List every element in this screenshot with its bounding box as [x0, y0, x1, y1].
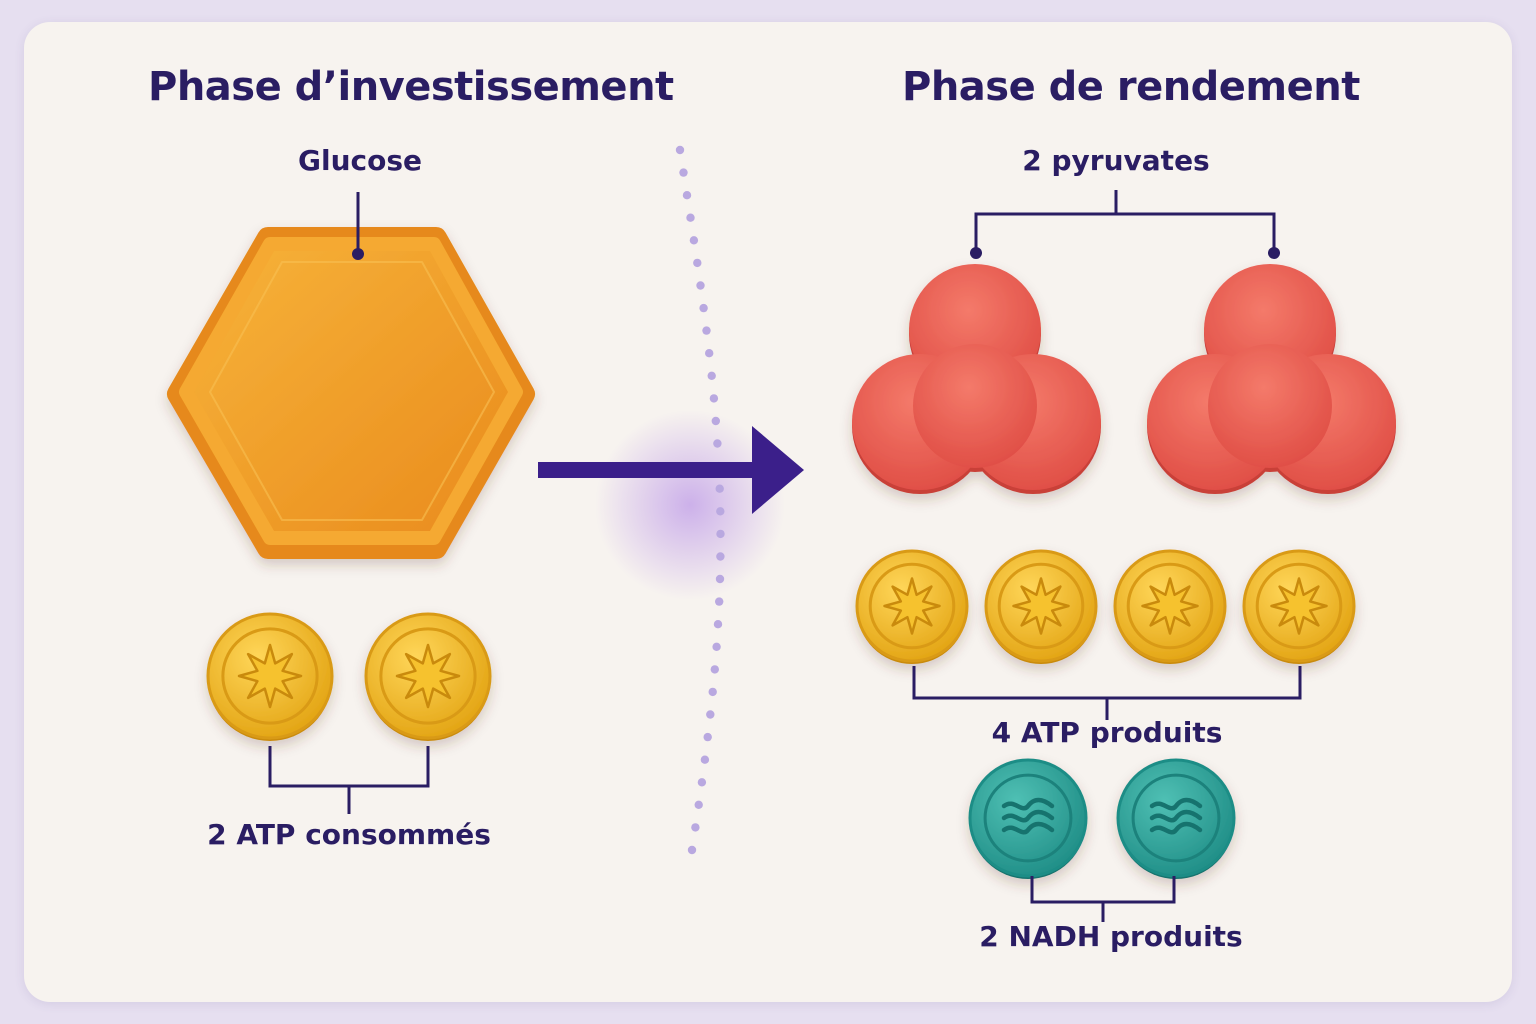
wave-coin-icon: [1116, 758, 1236, 879]
nadh-produced-group: [968, 758, 1236, 879]
trefoil-icon: [1147, 264, 1396, 494]
star-coin-icon: [206, 612, 334, 741]
divider-dot: [715, 574, 725, 584]
divider-dot: [713, 620, 723, 629]
nadh-produced-label: 2 NADH produits: [979, 920, 1243, 953]
divider-dot: [703, 732, 712, 742]
divider-dot: [713, 439, 722, 448]
divider-dot: [675, 145, 685, 155]
phase-divider: [675, 145, 725, 855]
divider-dot: [682, 191, 692, 200]
pyruvate-group: [852, 264, 1396, 494]
divider-dot: [712, 642, 721, 651]
investment-phase-title: Phase d’investissement: [148, 64, 674, 110]
divider-dot: [687, 845, 697, 855]
divider-dot: [697, 778, 707, 787]
payoff-phase-title: Phase de rendement: [902, 64, 1360, 110]
pyruvate-anchor-right: [1268, 247, 1280, 259]
divider-dot: [716, 507, 725, 516]
glucose-connector: [352, 192, 364, 260]
pyruvate-anchor-left: [970, 247, 982, 259]
divider-dot: [705, 349, 714, 358]
divider-dot: [708, 687, 717, 697]
divider-dot: [715, 484, 724, 493]
divider-dot: [709, 394, 719, 403]
divider-dot: [711, 416, 720, 426]
divider-dot: [686, 213, 695, 222]
divider-dot: [700, 755, 710, 764]
divider-dot: [716, 529, 725, 539]
nadh-produced-bracket: [1030, 876, 1176, 922]
divider-dot: [699, 303, 708, 313]
divider-dot: [716, 552, 725, 561]
pyruvate-bracket: [974, 190, 1276, 250]
pyruvates-label: 2 pyruvates: [1022, 144, 1210, 177]
atp-consumed-label: 2 ATP consommés: [207, 818, 491, 851]
glucose-label: Glucose: [297, 144, 422, 177]
divider-dot: [679, 168, 688, 177]
star-coin-icon: [364, 612, 492, 741]
divider-dot: [702, 326, 711, 335]
divider-dot: [707, 371, 716, 380]
divider-dot: [694, 800, 703, 809]
star-coin-icon: [855, 549, 969, 664]
wave-coin-icon: [968, 758, 1088, 879]
star-coin-icon: [984, 549, 1098, 664]
divider-dot: [710, 665, 719, 674]
star-coin-icon: [1242, 549, 1356, 664]
atp-produced-bracket: [912, 666, 1302, 720]
glucose-hexagon-icon: [167, 227, 535, 559]
divider-dot: [715, 597, 724, 606]
atp-consumed-group: [206, 612, 492, 741]
divider-dot: [706, 710, 715, 719]
divider-dot: [691, 823, 700, 832]
divider-dot: [693, 258, 702, 268]
star-coin-icon: [1113, 549, 1227, 664]
transition-glow: [595, 410, 785, 600]
trefoil-icon: [852, 264, 1101, 494]
atp-consumed-bracket: [268, 746, 430, 814]
divider-dot: [696, 281, 705, 290]
atp-produced-label: 4 ATP produits: [991, 716, 1223, 749]
divider-dot: [689, 236, 699, 245]
right-arrow-icon: [538, 426, 804, 514]
atp-produced-group: [855, 549, 1356, 664]
